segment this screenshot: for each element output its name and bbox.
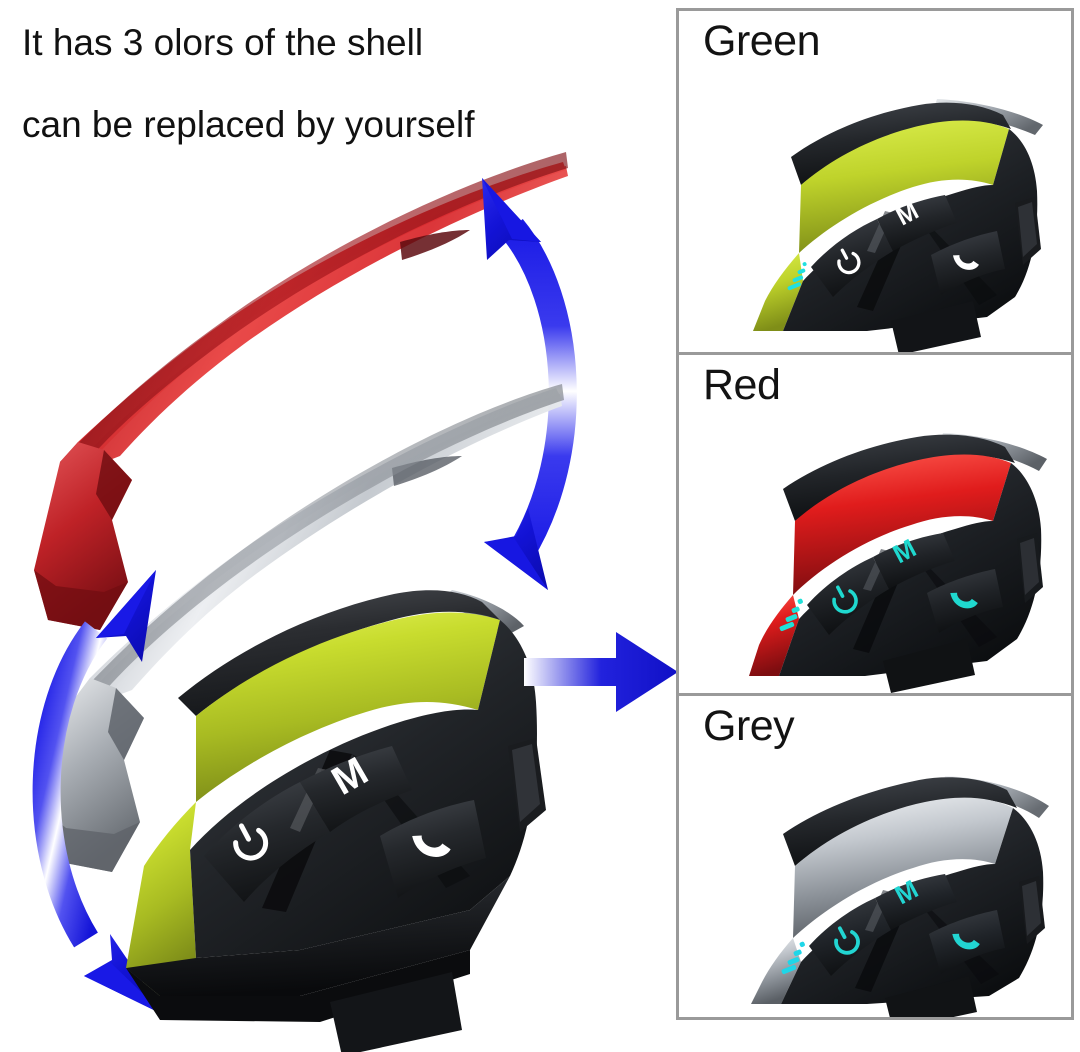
bluetooth-intercom-headset-main: M <box>126 590 546 1052</box>
call-button-green[interactable] <box>931 231 1005 295</box>
panel-label-red: Red <box>703 361 781 409</box>
led-indicator-grey <box>781 941 805 975</box>
power-button-green[interactable] <box>811 219 893 297</box>
led-indicator-green <box>787 262 807 291</box>
bluetooth-intercom-headset-red: M <box>687 421 1067 693</box>
headline-line-1: It has 3 olors of the shell <box>22 22 424 63</box>
variant-pointer-arrow <box>520 618 690 728</box>
headline-line-2: can be replaced by yourself <box>22 104 475 145</box>
call-button-red[interactable] <box>927 569 1003 633</box>
color-variant-panel-red[interactable]: Red <box>679 352 1071 693</box>
call-button[interactable] <box>380 800 486 898</box>
replaceable-shell-grey <box>44 384 564 872</box>
replaceable-shell-red <box>34 152 568 630</box>
swap-arrow-red-grey <box>482 178 577 590</box>
panel-label-grey: Grey <box>703 702 795 750</box>
power-button-red[interactable] <box>807 557 889 635</box>
bluetooth-intercom-headset-green: M <box>687 81 1067 352</box>
page-title: It has 3 olors of the shell can be repla… <box>22 2 672 166</box>
led-indicator-red <box>779 598 803 632</box>
panel-label-green: Green <box>703 17 821 65</box>
exploded-shell-diagram: M <box>0 150 676 1052</box>
bluetooth-intercom-headset-grey: M <box>687 754 1067 1017</box>
color-variant-panel-group: Green <box>676 8 1074 1020</box>
color-variant-panel-grey[interactable]: Grey <box>679 693 1071 1017</box>
swap-arrow-grey-green <box>32 570 166 1016</box>
power-button-grey[interactable] <box>809 898 891 976</box>
color-variant-panel-green[interactable]: Green <box>679 11 1071 352</box>
call-button-grey[interactable] <box>929 910 1005 974</box>
